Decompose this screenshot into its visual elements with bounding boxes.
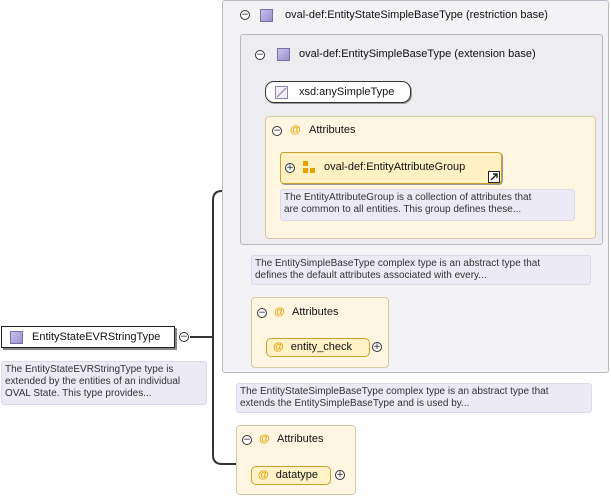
restriction-base-panel: − oval-def:EntityStateSimpleBaseType (re… bbox=[222, 0, 609, 373]
attribute-icon: @ bbox=[259, 433, 270, 445]
extension-description-line: The EntitySimpleBaseType complex type is… bbox=[255, 258, 541, 269]
simple-type-label: xsd:anySimpleType bbox=[299, 86, 395, 98]
attributes-collapse-toggle[interactable]: − bbox=[242, 435, 252, 445]
root-description-line: extended by the entities of an individua… bbox=[5, 376, 181, 387]
restriction-description: The EntityStateSimpleBaseType complex ty… bbox=[236, 383, 592, 413]
attribute-expand-toggle[interactable]: + bbox=[335, 470, 345, 480]
root-attributes-box: − @ Attributes @ datatype + bbox=[236, 425, 356, 495]
attribute-group-description-line: The EntityAttributeGroup is a collection… bbox=[284, 192, 532, 203]
attribute-group-description-line: are common to all entities. This group d… bbox=[284, 204, 522, 215]
restriction-collapse-toggle[interactable]: − bbox=[240, 10, 250, 20]
simple-type-icon bbox=[275, 86, 288, 99]
restriction-title: oval-def:EntityStateSimpleBaseType (rest… bbox=[285, 9, 548, 21]
reference-arrow-icon bbox=[488, 171, 500, 183]
attribute-icon: @ bbox=[273, 341, 284, 353]
attribute-icon: @ bbox=[290, 124, 301, 136]
attribute-entity-check-label: entity_check bbox=[290, 341, 352, 353]
extension-attributes-box: − @ Attributes + oval-def:EntityAttribut… bbox=[265, 116, 596, 239]
root-element-box[interactable]: EntityStateEVRStringType bbox=[1, 326, 175, 348]
attribute-expand-toggle[interactable]: + bbox=[372, 342, 382, 352]
restriction-description-line: extends the EntitySimpleBaseType and is … bbox=[240, 398, 470, 409]
attribute-group-box[interactable]: + oval-def:EntityAttributeGroup bbox=[280, 152, 502, 184]
complex-type-icon bbox=[277, 48, 290, 61]
restriction-description-line: The EntityStateSimpleBaseType complex ty… bbox=[240, 386, 549, 397]
extension-base-panel: − oval-def:EntitySimpleBaseType (extensi… bbox=[240, 34, 603, 245]
root-element-label: EntityStateEVRStringType bbox=[32, 331, 161, 343]
attribute-group-expand-toggle[interactable]: + bbox=[285, 163, 295, 173]
attribute-entity-check[interactable]: @ entity_check bbox=[266, 338, 370, 357]
attribute-icon: @ bbox=[274, 306, 285, 318]
extension-collapse-toggle[interactable]: − bbox=[255, 50, 265, 60]
attribute-group-label: oval-def:EntityAttributeGroup bbox=[324, 161, 466, 173]
attribute-icon: @ bbox=[258, 469, 269, 481]
complex-type-icon bbox=[10, 331, 23, 344]
extension-description-line: defines the default attributes associate… bbox=[255, 270, 487, 281]
simple-type-box[interactable]: xsd:anySimpleType bbox=[265, 81, 411, 103]
root-collapse-toggle[interactable]: − bbox=[179, 332, 189, 342]
extension-description: The EntitySimpleBaseType complex type is… bbox=[251, 255, 591, 285]
attribute-datatype[interactable]: @ datatype bbox=[251, 466, 331, 485]
extension-title: oval-def:EntitySimpleBaseType (extension… bbox=[299, 48, 536, 60]
root-description: The EntityStateEVRStringType type is ext… bbox=[1, 361, 207, 405]
attributes-header: Attributes bbox=[309, 124, 356, 136]
attributes-header: Attributes bbox=[292, 306, 339, 318]
complex-type-icon bbox=[260, 9, 273, 22]
attribute-group-icon bbox=[303, 161, 315, 173]
attributes-collapse-toggle[interactable]: − bbox=[257, 308, 267, 318]
root-description-line: OVAL State. This type provides... bbox=[5, 388, 152, 399]
attribute-datatype-label: datatype bbox=[275, 469, 318, 481]
attributes-header: Attributes bbox=[277, 433, 324, 445]
restriction-attributes-box: − @ Attributes @ entity_check + bbox=[251, 297, 389, 368]
attributes-collapse-toggle[interactable]: − bbox=[272, 126, 282, 136]
root-description-line: The EntityStateEVRStringType type is bbox=[5, 364, 174, 375]
attribute-group-description: The EntityAttributeGroup is a collection… bbox=[280, 189, 575, 221]
